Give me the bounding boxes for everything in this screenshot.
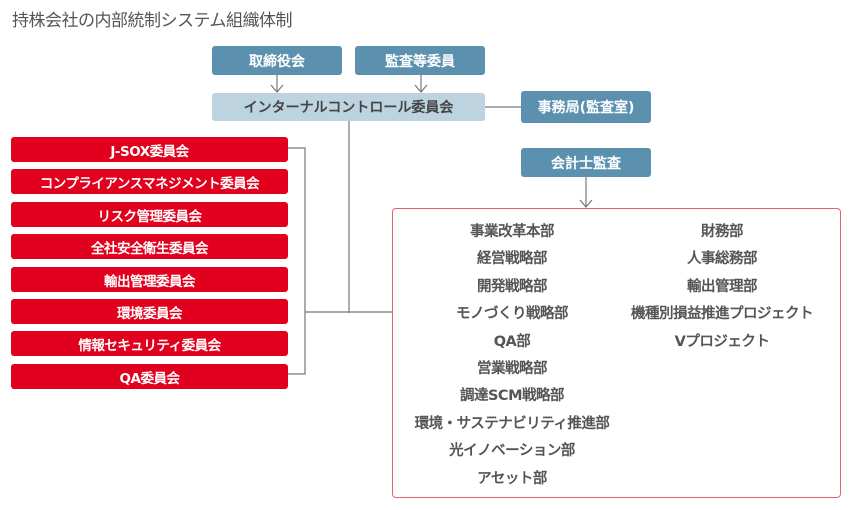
secretariat-box: 事務局(監査室) — [521, 91, 651, 123]
committee-box: 情報セキュリティ委員会 — [11, 331, 288, 356]
department-item: QA部 — [493, 333, 531, 350]
department-item: 財務部 — [701, 224, 744, 240]
accounting-arrowhead — [579, 199, 593, 208]
committee-box: コンプライアンスマネジメント委員会 — [11, 169, 288, 194]
board-of-directors-box: 取締役会 — [212, 46, 342, 75]
departments-right-column: 財務部 人事総務部 輸出管理部 機種別損益推進プロジェクト Vプロジェクト — [615, 219, 829, 356]
department-item: Vプロジェクト — [674, 333, 770, 350]
audit-arrowhead — [414, 84, 428, 93]
committees-bracket — [288, 147, 306, 375]
departments-left-column: 事業改革本部 経営戦略部 開発戦略部 モノづくり戦略部 QA部 営業戦略部 調達… — [393, 219, 631, 493]
committee-box: 輸出管理委員会 — [11, 267, 288, 292]
audit-committee-box: 監査等委員 — [355, 46, 485, 75]
committee-box: QA委員会 — [11, 364, 288, 389]
board-arrowhead — [270, 84, 284, 93]
department-item: 調達SCM戦略部 — [459, 388, 565, 405]
departments-box: 事業改革本部 経営戦略部 開発戦略部 モノづくり戦略部 QA部 営業戦略部 調達… — [392, 208, 841, 498]
department-item: 開発戦略部 — [477, 278, 548, 295]
department-item: 輸出管理部 — [687, 278, 758, 295]
department-item: 環境・サステナビリティ推進部 — [414, 415, 610, 432]
page-title: 持株会社の内部統制システム組織体制 — [12, 11, 293, 31]
department-item: 機種別損益推進プロジェクト — [631, 306, 814, 323]
accounting-audit-box: 会計士監査 — [521, 148, 651, 177]
committee-box: 全社安全衛生委員会 — [11, 234, 288, 259]
department-item: アセット部 — [477, 470, 547, 487]
department-item: 人事総務部 — [687, 251, 758, 268]
department-item: 経営戦略部 — [477, 251, 548, 268]
department-item: モノづくり戦略部 — [456, 306, 569, 323]
department-item: 営業戦略部 — [477, 360, 548, 377]
department-item: 光イノベーション部 — [449, 443, 575, 460]
committee-box: リスク管理委員会 — [11, 202, 288, 227]
department-item: 事業改革本部 — [470, 224, 555, 240]
committee-box: J-SOX委員会 — [11, 137, 288, 162]
committee-box: 環境委員会 — [11, 299, 288, 324]
internal-control-committee-box: インターナルコントロール委員会 — [212, 93, 485, 121]
